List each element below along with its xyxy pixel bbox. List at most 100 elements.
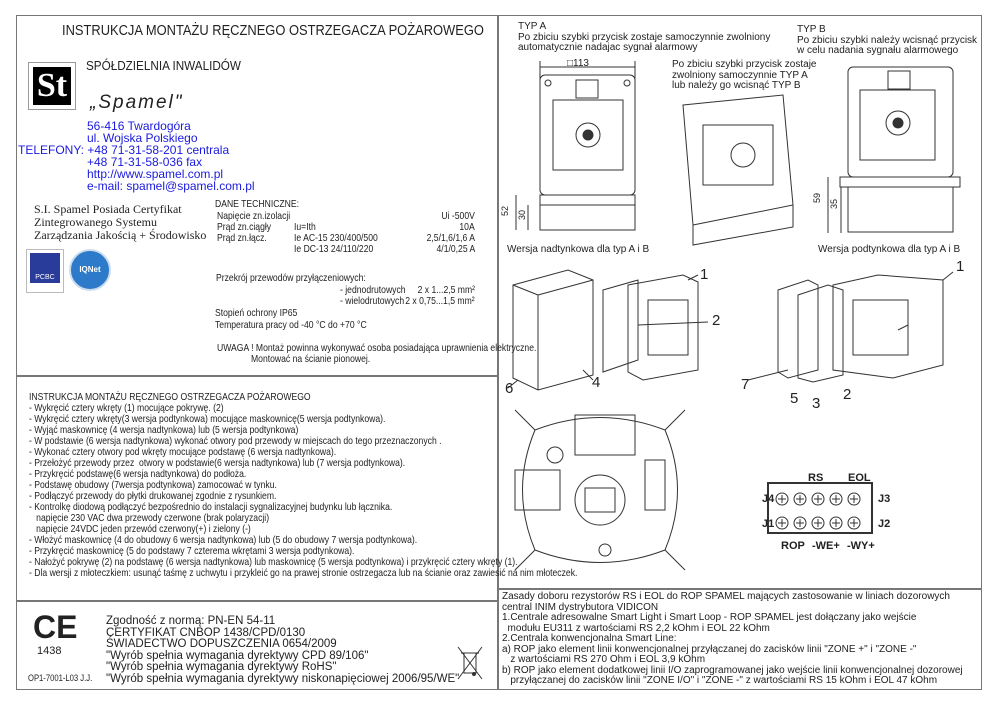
screw-slot [796, 495, 804, 503]
part-number: 1 [956, 258, 965, 275]
type-a-title: TYP A [518, 21, 547, 32]
cert-line: S.I. Spamel Posiada Certyfikat [34, 202, 182, 216]
phone-central: +48 71-31-58-201 centrala [87, 143, 230, 157]
tech-value: Ui -500V [441, 210, 475, 222]
tech-value: 4/1/0,25 A [436, 243, 475, 255]
part-number: 6 [505, 380, 514, 397]
exploded-views-drawing [507, 269, 954, 391]
rs-label: RS [808, 472, 824, 484]
header-panel [16, 15, 498, 377]
eol-label: EOL [848, 472, 871, 484]
screw-slot [850, 519, 858, 527]
screw-slot [832, 495, 840, 503]
tech-condition: Iu=Ith [294, 221, 316, 233]
resistor-rule-line: Zasady doboru rezystorów RS i EOL do ROP… [502, 591, 950, 602]
part-number: 4 [592, 374, 601, 391]
instruction-step: - Podłączyć przewody do płytki drukowane… [29, 490, 277, 502]
wire-type: - jednodrutowych [340, 284, 406, 296]
instruction-step: - Wyjąć maskownicę (4 wersja nadtynkowa)… [29, 424, 299, 436]
instructions-panel [16, 375, 498, 602]
phones-label: TELEFONY: [18, 143, 85, 157]
temperature-range: Temperatura pracy od -40 °C do +70 °C [215, 319, 367, 331]
resistor-rule-line: central INIM dystrybutora VIDICON [502, 601, 659, 613]
type-b-block: TYP B Po zbiciu szybki należy wcisnąć pr… [797, 24, 978, 57]
dimension-35: 35 [829, 198, 840, 210]
instruction-step: - Wykręcić cztery wkręty (1) mocujące po… [29, 402, 224, 414]
resistor-rule-line: modułu EU311 z wartościami RS 2,2 kOhm i… [502, 622, 770, 634]
terminal-screw-icon [847, 492, 861, 506]
instructions-steps: - Wykręcić cztery wkręty (1) mocujące po… [29, 403, 698, 579]
dimension-59: 59 [812, 192, 823, 204]
instruction-step: - Przykręcić maskownicę (5 do podstawy 7… [29, 545, 355, 557]
instruction-step: napięcie 230 VAC dwa przewody czerwone (… [29, 512, 270, 524]
address-line1: 56-416 Twardogóra [87, 119, 191, 133]
j1-label: J1 [762, 518, 775, 530]
compliance-panel [16, 600, 498, 690]
flush-version-label: Wersja podtynkowa dla typ A i B [818, 244, 961, 255]
iqnet-logo: IQNet [69, 249, 111, 291]
address-line2: ul. Wojska Polskiego [87, 131, 198, 145]
type-a-block: TYP A Po zbiciu szybki przycisk zostaje … [518, 21, 770, 54]
tech-condition: Ie AC-15 230/400/500 [294, 232, 378, 244]
compliance-line: Zgodność z normą: PN-EN 54-11 [106, 615, 276, 627]
tech-name: Napięcie zn.izolacji [217, 210, 291, 222]
tech-title: DANE TECHNICZNE: [215, 198, 300, 210]
resistor-rule-line: z wartościami RS 270 Ohm i EOL 3,9 kOhm [502, 654, 706, 665]
website-link[interactable]: http://www.spamel.com.pl [87, 167, 224, 181]
resistors-panel [498, 588, 982, 690]
weee-bin-icon [457, 646, 483, 680]
cert-line: Zintegrowanego Systemu [34, 215, 157, 229]
part-number: 3 [812, 395, 821, 412]
resistor-rule-line: 2.Centrala konwencjonalna Smart Line: [502, 633, 677, 644]
ip-rating: Stopień ochrony IP65 [215, 307, 298, 319]
terminal-block-diagram [767, 482, 873, 534]
terminal-screw-icon [793, 492, 807, 506]
instruction-step: - Nałożyć pokrywę (2) na podstawę (6 wer… [29, 556, 518, 568]
j2-label: J2 [878, 518, 891, 530]
instruction-step: - Wykręcić cztery wkręty(3 wersja podtyn… [29, 413, 386, 425]
part-number: 2 [712, 312, 721, 329]
we-label: -WE+ [812, 540, 840, 552]
type-b-desc: Po zbiciu szybki należy wcisnąć przycisk [797, 34, 978, 46]
dimension-30: 30 [517, 209, 528, 221]
warning-line2: Montować na ścianie pionowej. [251, 353, 371, 365]
terminal-screw-icon [829, 516, 843, 530]
part-number: 7 [741, 376, 750, 393]
dimension-width: □113 [567, 58, 589, 69]
compliance-line: "Wyrób spełnia wymagania dyrektywy RoHS" [106, 661, 337, 673]
resistor-rule-line: 1.Centrale adresowalne Smart Light i Sma… [502, 612, 917, 623]
email-link[interactable]: e-mail: spamel@spamel.com.pl [87, 179, 255, 193]
wy-label: -WY+ [847, 540, 875, 552]
terminal-screw-icon [775, 492, 789, 506]
compliance-line: ŚWIADECTWO DOPUSZCZENIA 0654/2009 [106, 638, 337, 650]
screw-slot [778, 519, 786, 527]
part-number: 2 [843, 386, 852, 403]
type-a-desc: automatycznie nadajac sygnał alarmowy [518, 42, 698, 53]
wire-type: - wielodrutowych [340, 295, 405, 307]
instruction-step: - Wykonać cztery otwory pod wkręty mocuj… [29, 446, 337, 458]
compliance-line: "Wyrób spełnia wymagania dyrektywy CPD 8… [106, 649, 369, 662]
resistor-rule-line: a) ROP jako element linii konwencjonalne… [502, 643, 917, 655]
terminal-screw-icon [793, 516, 807, 530]
tech-value: 2,5/1,6/1,6 A [426, 232, 475, 244]
contact-block: 56-416 Twardogóra ul. Wojska Polskiego T… [18, 120, 255, 192]
resistor-rules: Zasady doboru rezystorów RS i EOL do ROP… [502, 591, 963, 687]
tech-value: 10A [459, 221, 475, 233]
screw-slot [814, 519, 822, 527]
wire-title: Przekrój przewodów przyłączeniowych: [216, 272, 366, 284]
instruction-step: napięcie 24VDC jeden przewód czerwony(+)… [29, 523, 251, 535]
instruction-step: - Kontrolkę diodową podłączyć bezpośredn… [29, 501, 393, 513]
pcbc-logo: PCBC [26, 249, 64, 293]
tech-row: Napięcie zn.izolacji Ui -500V [217, 211, 475, 222]
resistor-rule-line: b) ROP jako element dodatkowej linii I/O… [502, 664, 963, 676]
instructions-title: INSTRUKCJA MONTAŻU RĘCZNEGO OSTRZEGACZA … [29, 391, 311, 403]
middle-note: Po zbiciu szybki przycisk zostaje zwolni… [672, 59, 817, 92]
terminal-screw-icon [829, 492, 843, 506]
